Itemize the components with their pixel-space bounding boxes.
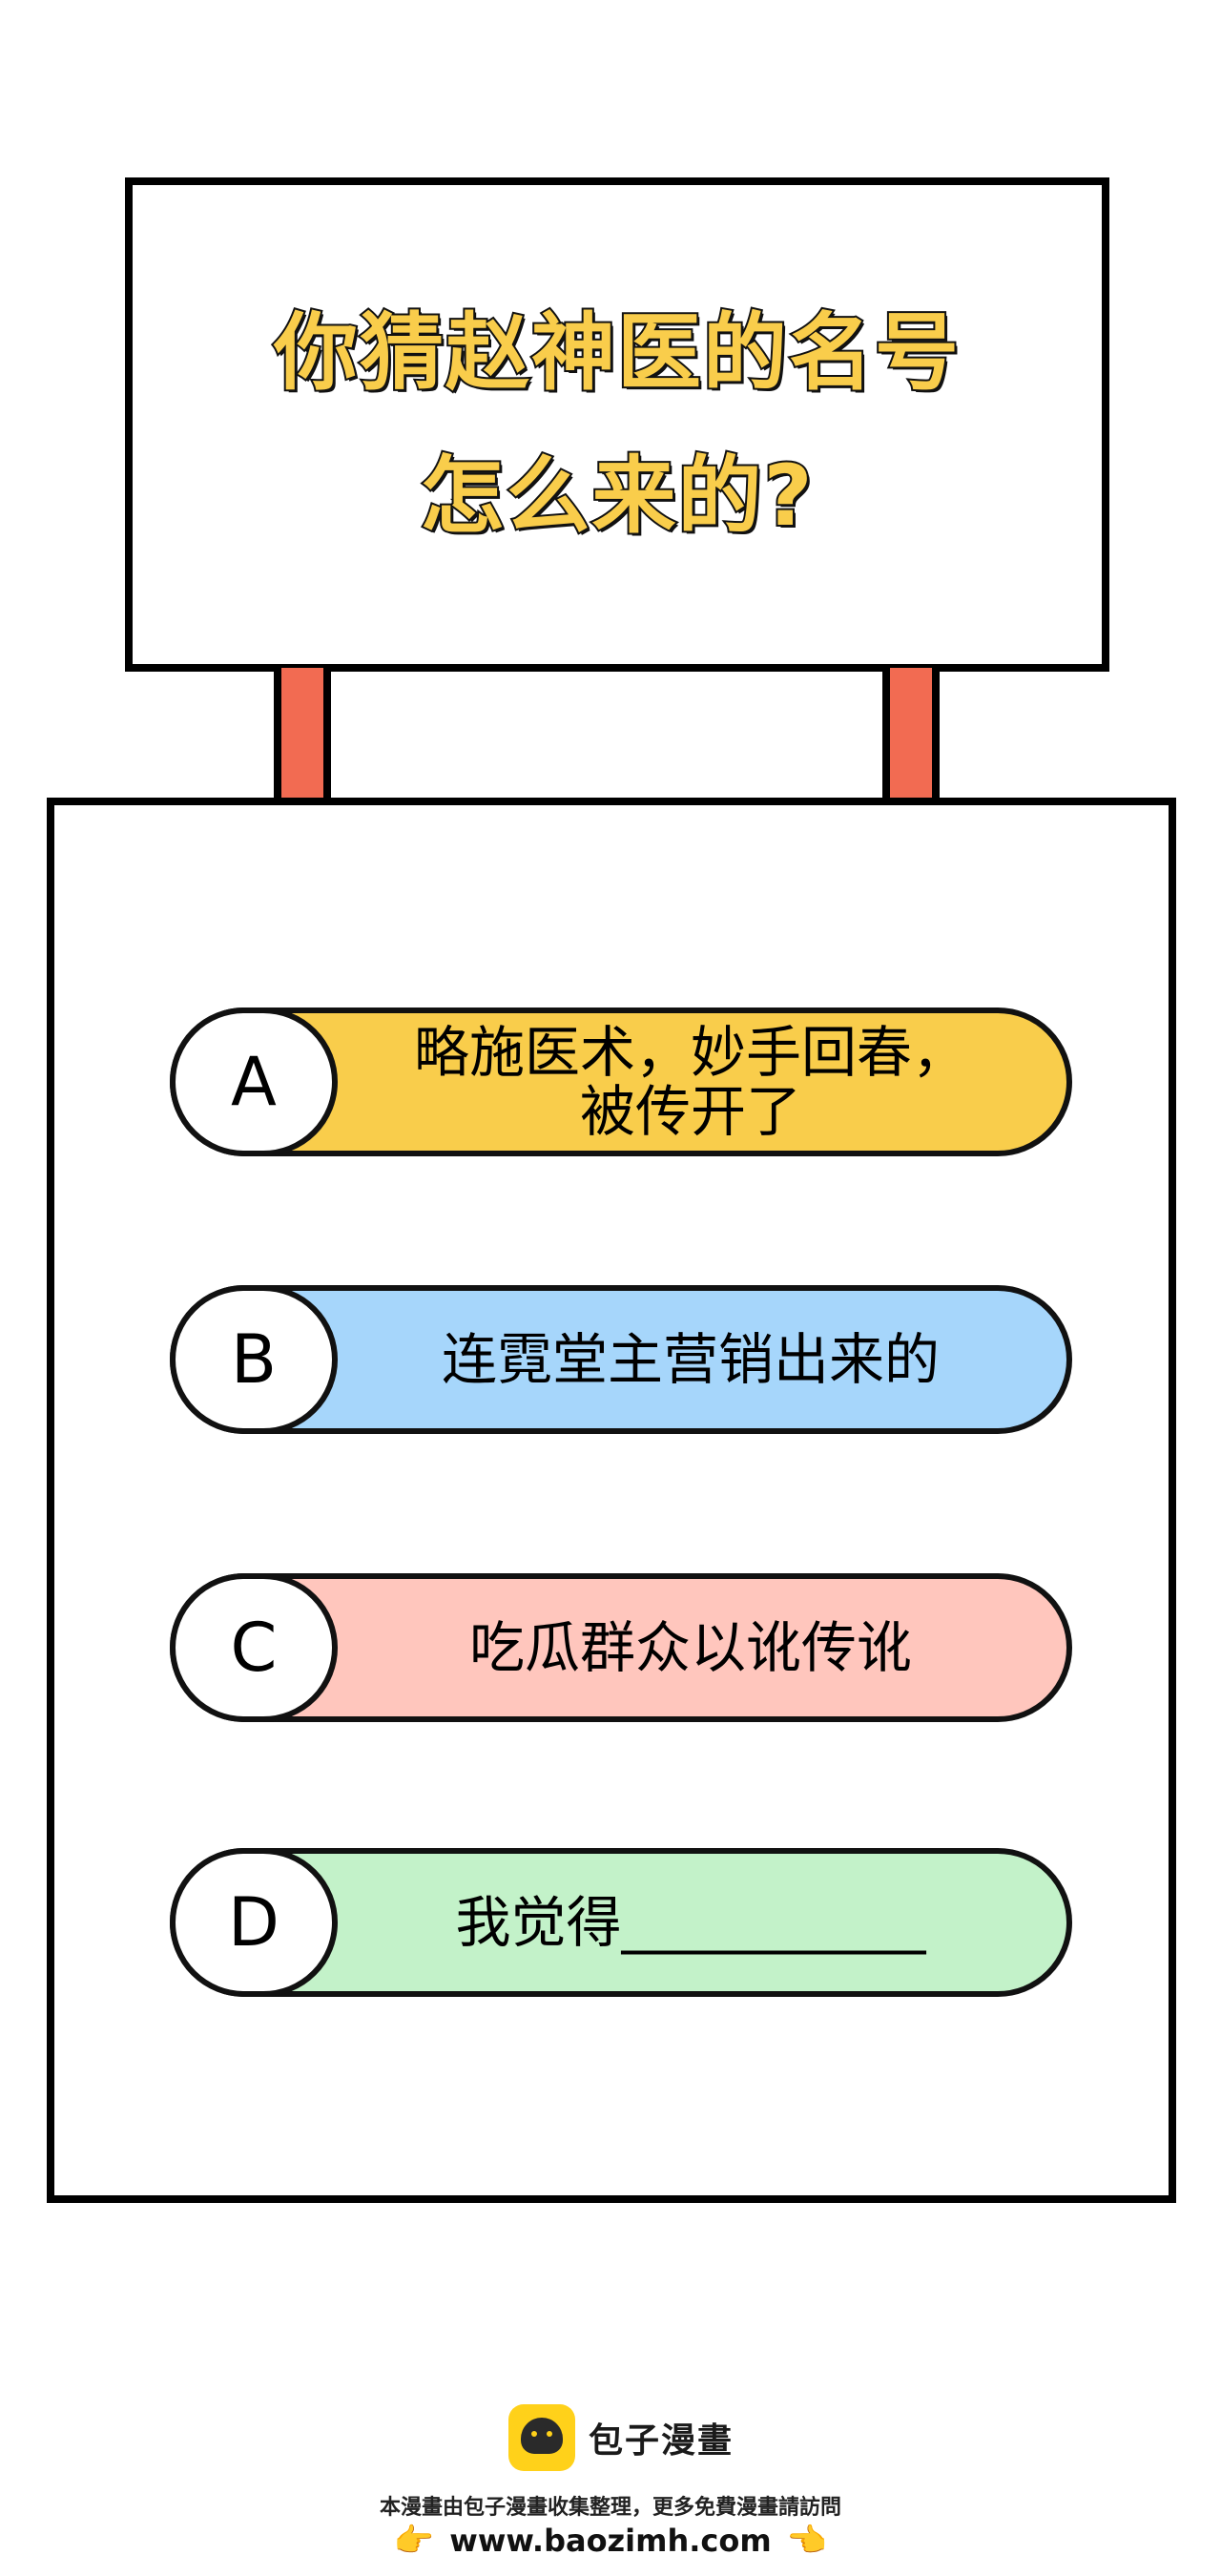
option-b-letter: B (170, 1285, 338, 1434)
footer-url-row: 👉 www.baozimh.com 👈 (0, 2523, 1221, 2559)
question-title-line-1: 你猜赵神医的名号 (272, 301, 961, 404)
footer-url-link[interactable]: www.baozimh.com (449, 2523, 772, 2559)
brand-name: 包子漫畫 (589, 2421, 735, 2461)
question-title-line-2: 怎么来的? (418, 445, 815, 547)
footer: 包子漫畫 本漫畫由包子漫畫收集整理，更多免費漫畫請訪問 👉 www.baozim… (0, 2404, 1221, 2566)
bun-logo-icon (508, 2404, 575, 2471)
brand[interactable]: 包子漫畫 (508, 2404, 734, 2471)
option-b-button[interactable]: B 连霓堂主营销出来的 (170, 1285, 1072, 1434)
option-d-button[interactable]: D 我觉得___________ (170, 1848, 1072, 1997)
footer-note: 本漫畫由包子漫畫收集整理，更多免費漫畫請訪問 (379, 2496, 841, 2520)
option-c-text: 吃瓜群众以讹传讹 (468, 1615, 912, 1680)
option-a-text: 略施医术，妙手回春， 被传开了 (413, 1020, 967, 1144)
sign-post-right (882, 668, 940, 803)
question-sign: 你猜赵神医的名号 怎么来的? (125, 177, 1109, 672)
option-a-letter: A (170, 1008, 338, 1156)
pointing-right-hand-icon: 👉 (393, 2522, 435, 2560)
sign-post-left (274, 668, 331, 803)
option-c-button[interactable]: C 吃瓜群众以讹传讹 (170, 1573, 1072, 1722)
option-c-letter: C (170, 1573, 338, 1722)
option-a-button[interactable]: A 略施医术，妙手回春， 被传开了 (170, 1008, 1072, 1156)
option-b-text: 连霓堂主营销出来的 (441, 1327, 940, 1392)
option-d-text: 我觉得___________ (455, 1890, 926, 1955)
pointing-left-hand-icon: 👈 (786, 2522, 828, 2560)
option-d-letter: D (170, 1848, 338, 1997)
